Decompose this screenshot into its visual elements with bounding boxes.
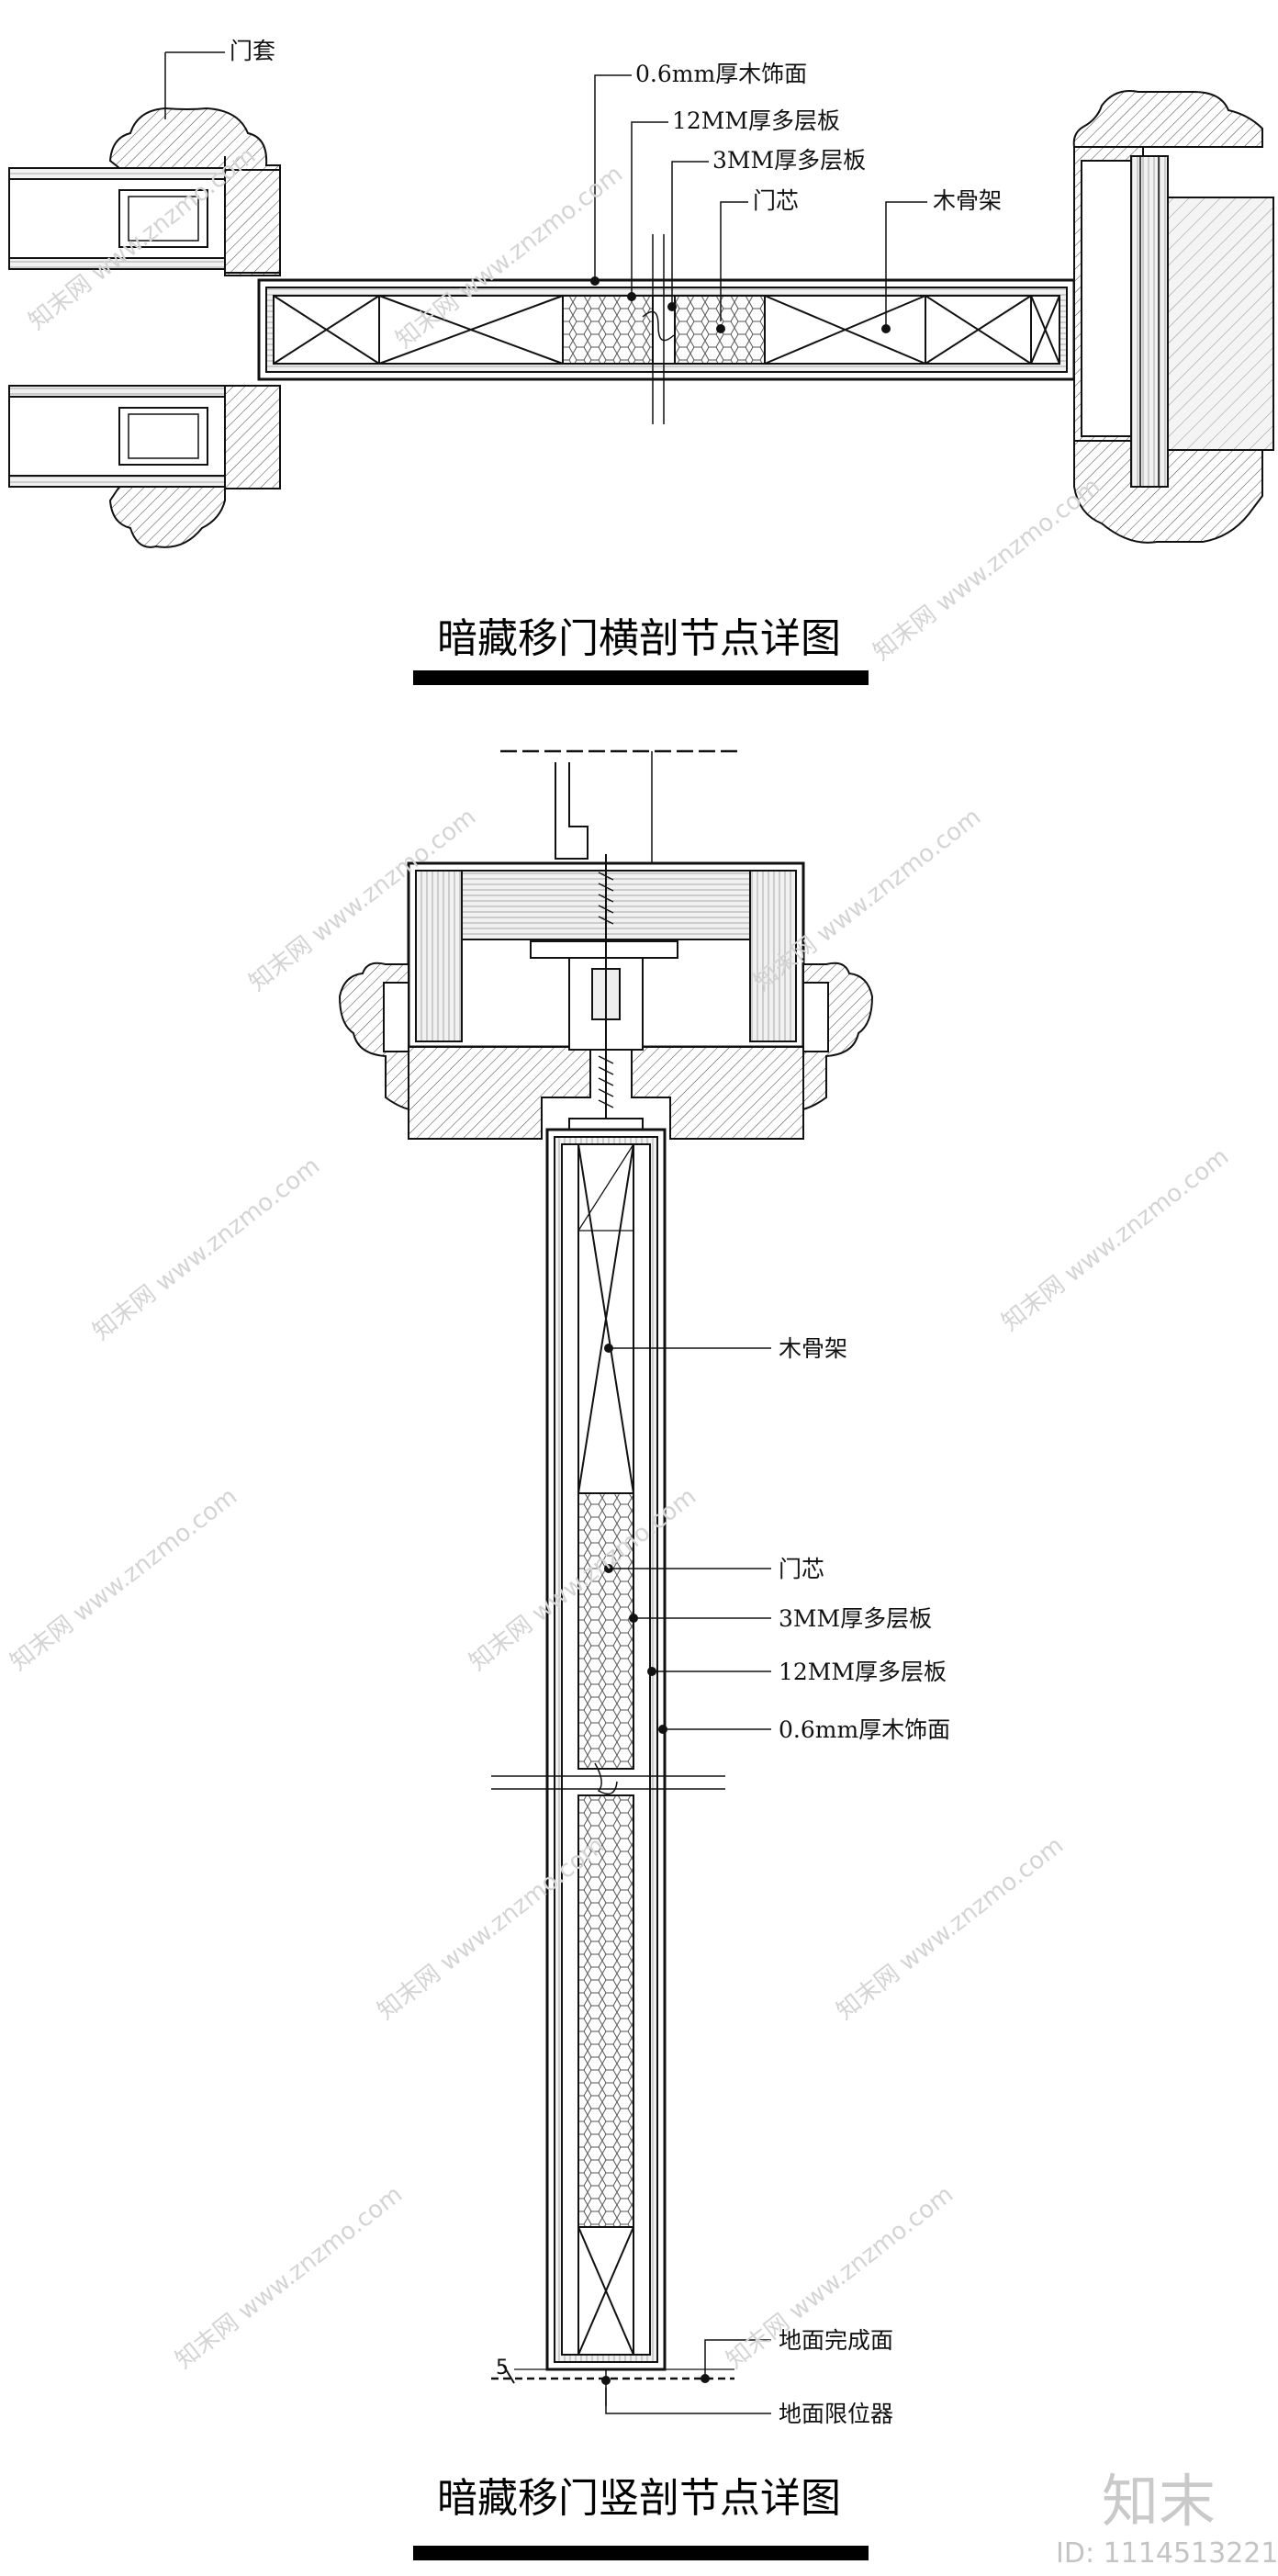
top-section-title: 暗藏移门横剖节点详图 [437,615,841,662]
label-floor-finish: 地面完成面 [779,2327,893,2354]
bottom-title-underline [413,2546,869,2560]
label-ply3-bottom: 3MM厚多层板 [779,1605,932,1632]
top-leader-dots [590,276,891,333]
bottom-leader-dots [601,1344,710,2385]
label-veneer-top: 0.6mm厚木饰面 [635,61,807,87]
label-veneer-bottom: 0.6mm厚木饰面 [779,1716,950,1743]
label-frame-bottom: 木骨架 [779,1335,847,1362]
watermark-text: 知末网 www.znzmo.com [6,1483,242,1677]
watermark-text: 知末网 www.znzmo.com [171,2181,408,2375]
bottom-section-drawing [338,749,874,2406]
label-ply3-top: 3MM厚多层板 [712,147,866,174]
label-core-bottom: 门芯 [779,1556,824,1582]
watermark-text: 知末网 www.znzmo.com [997,1143,1234,1337]
watermark-text: 知末网 www.znzmo.com [88,1153,325,1346]
top-title-underline [413,670,869,685]
dimension-5: 5 [496,2357,509,2379]
label-door-casing: 门套 [230,38,275,64]
bottom-section-title: 暗藏移门竖剖节点详图 [437,2475,841,2522]
top-section-drawing [8,90,1274,548]
watermark-text: 知末网 www.znzmo.com [869,473,1105,667]
label-ply12-top: 12MM厚多层板 [672,107,840,134]
image-id-text: ID: 1114513221 [1056,2537,1278,2570]
brand-logo-text: 知末 [1102,2468,1216,2535]
label-floor-stop: 地面限位器 [779,2401,893,2427]
label-core-top: 门芯 [753,187,799,214]
label-frame-top: 木骨架 [933,187,1002,214]
watermark-text: 知末网 www.znzmo.com [832,1832,1069,2026]
top-leaders [164,51,927,329]
bottom-leaders [605,1347,771,2414]
label-ply12-bottom: 12MM厚多层板 [779,1659,947,1685]
